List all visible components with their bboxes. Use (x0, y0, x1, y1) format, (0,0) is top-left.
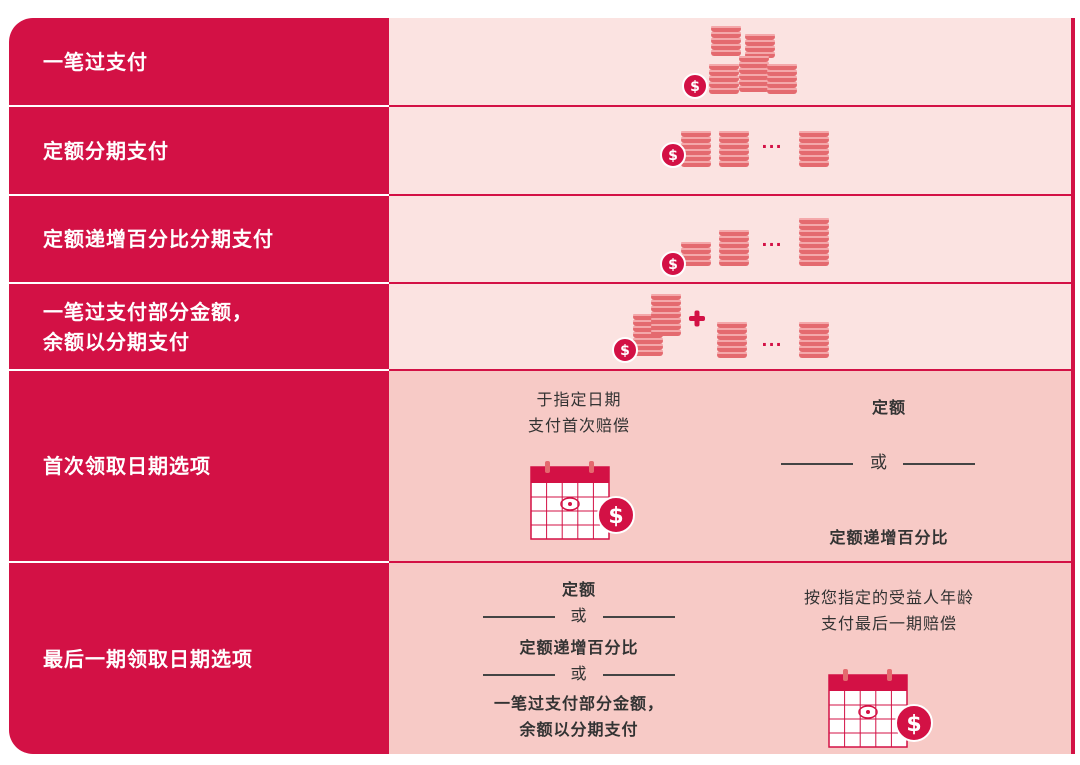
label-line: 余额以分期支付 (43, 329, 190, 354)
equal-coin-stacks-icon (660, 131, 829, 168)
plus-icon (689, 310, 705, 327)
row-first-payment-date: 首次领取日期选项 于指定日期 支付首次赔偿 $ 定额 (9, 371, 1071, 561)
table-right-border (1071, 18, 1075, 754)
row-label: 一笔过支付部分金额， 余额以分期支付 (9, 284, 389, 369)
fixed-amount-option: 定额 (561, 580, 596, 599)
increasing-option: 定额递增百分比 (829, 528, 949, 547)
row-content: ··· (389, 284, 1071, 369)
coin-stack (739, 56, 769, 92)
ellipsis: ··· (761, 137, 783, 156)
or-text: 或 (570, 664, 588, 683)
row-lump-sum: 一笔过支付 (9, 18, 1071, 105)
row-content: ··· (389, 196, 1071, 282)
coin-stack (709, 64, 739, 94)
label-text: 定额分期支付 (43, 138, 169, 163)
or-text: 或 (570, 606, 588, 625)
divider (9, 194, 389, 196)
divider (389, 105, 1071, 107)
first-payment-note: 于指定日期 支付首次赔偿 (499, 387, 659, 439)
calendar-dollar-icon: $ (530, 461, 635, 540)
dollar-icon (612, 337, 638, 363)
ellipsis: ··· (761, 235, 783, 254)
row-content: ··· (389, 107, 1071, 194)
label-line: 一笔过支付部分金额， (43, 299, 253, 324)
last-payment-note: 按您指定的受益人年龄 支付最后一期赔偿 (769, 585, 1009, 637)
divider-line (903, 463, 975, 465)
divider (389, 194, 1071, 196)
row-label: 定额分期支付 (9, 107, 389, 194)
row-content: 于指定日期 支付首次赔偿 $ 定额 或 定额递增百分比 (389, 371, 1071, 561)
label-text: 最后一期领取日期选项 (43, 646, 253, 671)
row-content: 定额 或 定额递增百分比 或 一笔过支付部分金额， 余额以分期支付 按您指定的受… (389, 563, 1071, 754)
ellipsis: ··· (761, 335, 783, 354)
row-lump-plus-installments: 一笔过支付部分金额， 余额以分期支付 ··· (9, 284, 1071, 369)
lump-plus-installments-icon (612, 294, 829, 363)
coin-stack (767, 64, 797, 94)
option-line: 一笔过支付部分金额， (493, 694, 664, 713)
calendar-dollar-icon: $ (828, 669, 933, 748)
divider-line (483, 674, 555, 676)
row-fixed-installments: 定额分期支付 ··· (9, 107, 1071, 194)
row-content (389, 18, 1071, 105)
row-label: 一笔过支付 (9, 18, 389, 105)
or-text: 或 (870, 453, 888, 473)
divider-line (603, 616, 675, 618)
row-label: 最后一期领取日期选项 (9, 563, 389, 754)
divider (9, 561, 389, 563)
fixed-amount-option: 定额 (871, 398, 906, 417)
label-text: 一笔过支付 (43, 49, 148, 74)
row-increasing-installments: 定额递增百分比分期支付 ··· (9, 196, 1071, 282)
note-line: 支付首次赔偿 (527, 416, 630, 435)
row-label: 定额递增百分比分期支付 (9, 196, 389, 282)
divider (389, 282, 1071, 284)
divider (9, 105, 389, 107)
label-text-block: 一笔过支付部分金额， 余额以分期支付 (43, 297, 253, 357)
dollar-icon (660, 142, 686, 168)
dollar-icon (682, 73, 708, 99)
note-line: 支付最后一期赔偿 (820, 614, 957, 633)
increasing-option: 定额递增百分比 (519, 638, 639, 657)
increasing-coin-stacks-icon (660, 218, 829, 277)
label-text: 定额递增百分比分期支付 (43, 227, 274, 251)
label-text: 首次领取日期选项 (43, 454, 211, 478)
coin-stack (745, 34, 775, 58)
divider (389, 561, 1071, 563)
coin-pile-icon (682, 26, 797, 99)
option-line: 余额以分期支付 (519, 720, 639, 739)
row-label: 首次领取日期选项 (9, 371, 389, 561)
lump-plus-installments-option: 一笔过支付部分金额， 余额以分期支付 (469, 691, 689, 743)
svg-text:$: $ (608, 504, 623, 529)
divider-line (603, 674, 675, 676)
svg-text:$: $ (906, 712, 921, 737)
divider (389, 369, 1071, 371)
coin-stack (711, 26, 741, 56)
row-last-payment-date: 最后一期领取日期选项 定额 或 定额递增百分比 或 一笔过支付部分金额， 余额以… (9, 563, 1071, 754)
divider (9, 369, 389, 371)
note-line: 于指定日期 (536, 390, 622, 409)
divider-line (483, 616, 555, 618)
divider (9, 282, 389, 284)
note-line: 按您指定的受益人年龄 (803, 588, 974, 607)
dollar-icon (660, 251, 686, 277)
payment-options-table: 一笔过支付 (9, 18, 1071, 754)
divider-line (781, 463, 853, 465)
